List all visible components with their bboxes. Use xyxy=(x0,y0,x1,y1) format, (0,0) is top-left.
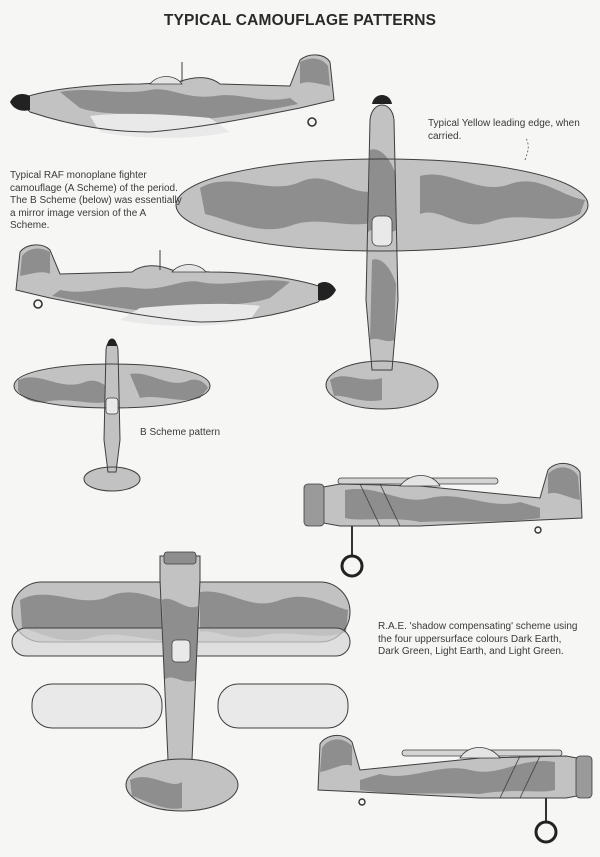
spitfire-a-side-view xyxy=(10,54,335,138)
spitfire-b-plan-view xyxy=(13,338,211,492)
caption-yellow-leading-edge: Typical Yellow leading edge, when carrie… xyxy=(428,118,580,142)
spitfire-b-side-view xyxy=(15,244,336,326)
spitfire-a-plan-view xyxy=(175,95,589,410)
caption-rae-scheme: R.A.E. 'shadow compensating' scheme usin… xyxy=(378,621,578,657)
caption-b-scheme: B Scheme pattern xyxy=(140,427,221,438)
gladiator-side-view-2 xyxy=(317,735,593,844)
gladiator-side-view-1 xyxy=(303,463,583,578)
caption-a-scheme: Typical RAF monoplane fighter camouflage… xyxy=(10,170,182,231)
page-title: TYPICAL CAMOUFLAGE PATTERNS xyxy=(163,12,437,29)
gladiator-plan-view xyxy=(11,551,351,812)
